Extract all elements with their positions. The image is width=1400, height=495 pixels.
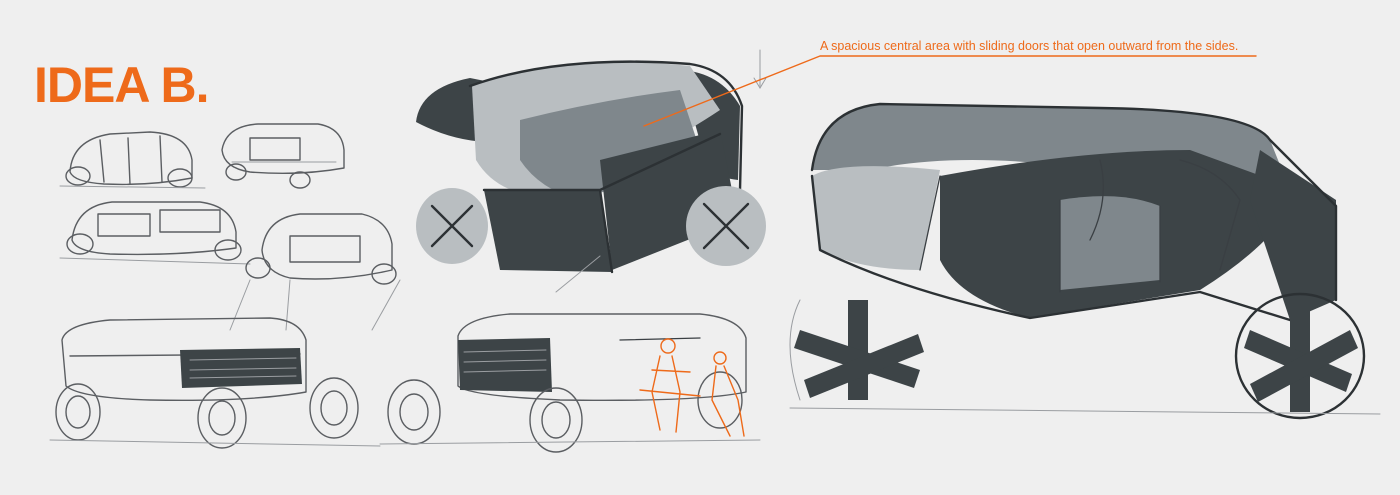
page-title: IDEA B. (34, 57, 209, 113)
thumbnail-sketch-4 (229, 213, 401, 331)
wheel-group-top-middle (416, 186, 766, 266)
thumbnail-sketch-3 (59, 201, 251, 265)
vehicle-sketch-front-right (379, 313, 761, 453)
annotation-leader-line (643, 55, 1257, 127)
vehicle-marker-right-large (789, 102, 1381, 420)
annotation-text: A spacious central area with sliding doo… (820, 39, 1239, 53)
vehicle-marker-top-middle (416, 49, 767, 293)
thumbnail-sketch-1 (59, 131, 206, 189)
orange-figure-sketch (639, 338, 745, 437)
vehicle-sketch-front-left (49, 317, 381, 449)
wheel-group-right (794, 292, 1366, 420)
thumbnail-sketch-2 (221, 123, 345, 189)
